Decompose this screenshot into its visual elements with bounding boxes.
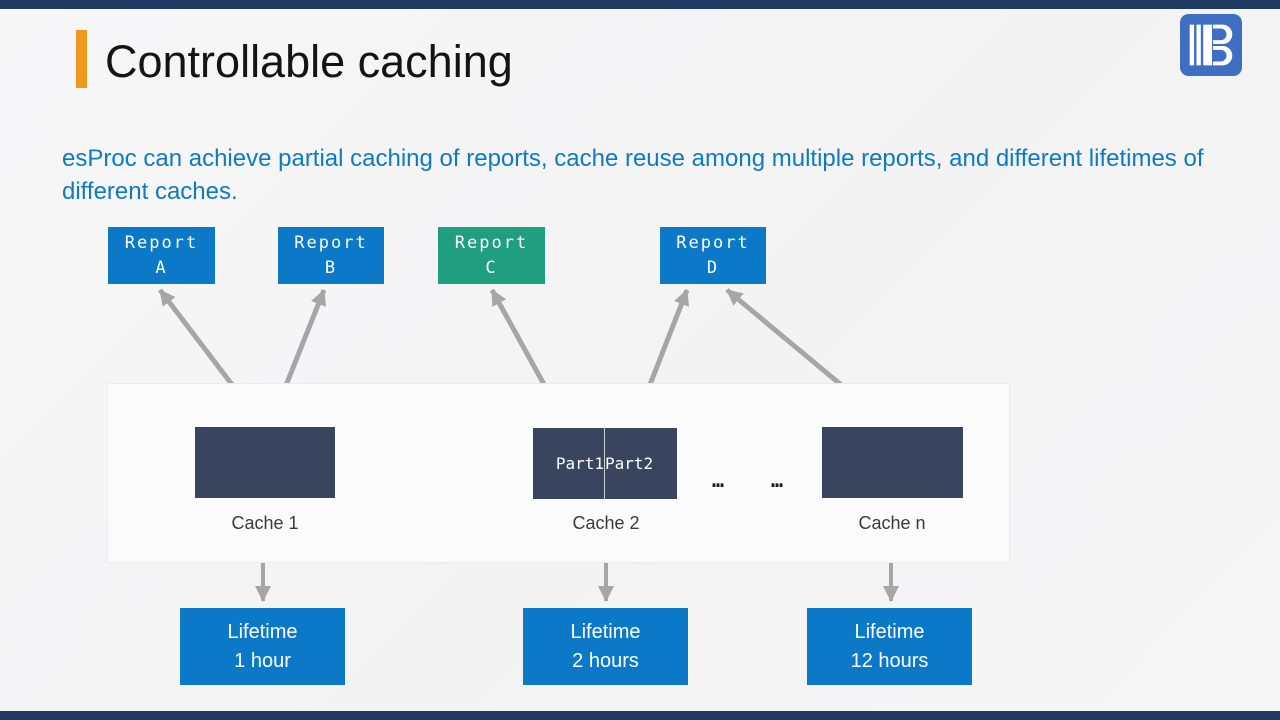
report-d-id: D — [706, 257, 720, 278]
report-a-id: A — [155, 257, 168, 278]
report-c-label: Report — [454, 232, 529, 253]
lifetime-3-line2: 12 hours — [850, 649, 929, 672]
cache-2-part1: Part1 — [533, 428, 605, 499]
bottom-border-bar — [0, 711, 1280, 720]
report-b-id: B — [324, 257, 338, 278]
report-a-box: Report A — [108, 227, 215, 284]
lifetime-3-box: Lifetime 12 hours — [807, 608, 972, 685]
cache-n-box — [822, 427, 963, 498]
lifetime-1-line1: Lifetime — [227, 620, 298, 643]
lifetime-3-line1: Lifetime — [854, 620, 925, 643]
title-accent-bar — [76, 30, 87, 88]
top-border-bar — [0, 0, 1280, 9]
cache-1-box — [195, 427, 335, 498]
report-b-box: Report B — [278, 227, 384, 284]
cache-n-label: Cache n — [858, 513, 926, 533]
report-d-label: Report — [676, 232, 750, 253]
cache-2-box: Part1 Part2 — [533, 428, 677, 499]
esproc-r-logo-icon — [1180, 14, 1242, 76]
lifetime-1-box: Lifetime 1 hour — [180, 608, 345, 685]
report-c-box: Report C — [438, 227, 545, 284]
cache-1-label: Cache 1 — [231, 513, 299, 533]
slide-description: esProc can achieve partial caching of re… — [62, 145, 1204, 205]
report-a-label: Report — [124, 232, 199, 253]
report-b-label: Report — [294, 232, 368, 253]
cache-2-part2: Part2 — [605, 454, 654, 473]
report-d-box: Report D — [660, 227, 766, 284]
more-caches-ellipsis: … … — [712, 468, 784, 492]
lifetime-2-box: Lifetime 2 hours — [523, 608, 688, 685]
ellipsis-left: … — [712, 468, 726, 492]
lifetime-1-line2: 1 hour — [234, 649, 291, 672]
lifetime-2-line2: 2 hours — [572, 649, 639, 672]
ellipsis-right: … — [770, 468, 784, 492]
lifetime-2-line1: Lifetime — [570, 620, 641, 643]
report-c-id: C — [485, 257, 498, 278]
page-title: Controllable caching — [105, 36, 513, 87]
cache-2-label: Cache 2 — [572, 513, 640, 533]
